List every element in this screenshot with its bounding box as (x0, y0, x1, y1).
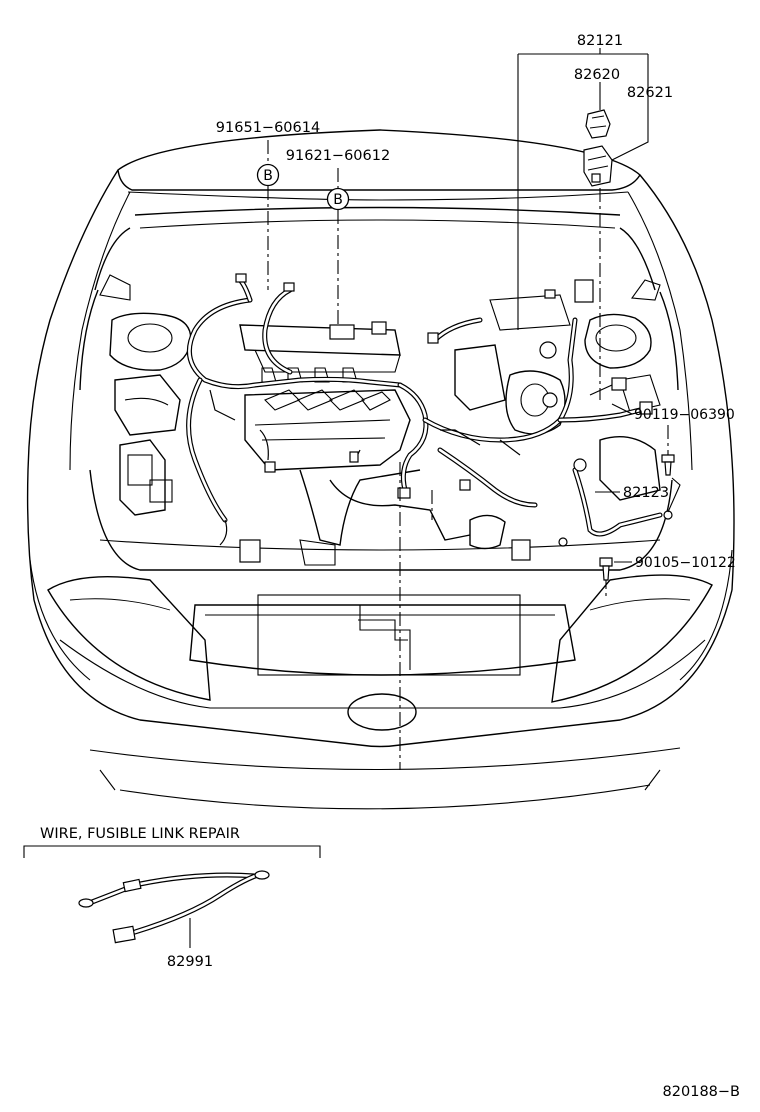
callout-letter: B (333, 192, 343, 208)
fusible-link-inset: WIRE, FUSIBLE LINK REPAIR 82991 (23, 826, 321, 970)
label-82621: 82621 (627, 85, 673, 101)
callout-letter: B (263, 168, 273, 184)
label-91621-60612: 91621−60612 (286, 148, 390, 164)
bolt-90119-icon (661, 454, 675, 476)
car-body-outline (26, 129, 735, 810)
label-82991: 82991 (167, 954, 213, 970)
connector-82620-icon (585, 109, 611, 139)
part-labels: 82121 82620 82621 91651−60614 91621−6061… (216, 33, 736, 571)
leader-lines (267, 48, 681, 770)
label-90105-10122: 90105−10122 (635, 555, 736, 571)
inset-title: WIRE, FUSIBLE LINK REPAIR (40, 826, 240, 842)
callout-b-1: B (256, 163, 280, 187)
label-90119-06390: 90119−06390 (634, 407, 735, 423)
label-91651-60614: 91651−60614 (216, 120, 320, 136)
fusible-link-wire-icon (78, 870, 270, 944)
fasteners (599, 454, 675, 581)
callout-b-2: B (326, 187, 350, 211)
label-82123: 82123 (623, 485, 669, 501)
engine-components (109, 294, 661, 566)
wire-harness (186, 273, 673, 547)
label-82121: 82121 (577, 33, 623, 49)
figure-code: 820188−B (663, 1084, 740, 1100)
coil-row (261, 367, 391, 411)
label-82620: 82620 (574, 67, 620, 83)
screw-90105-icon (599, 557, 613, 581)
connector-82621-icon (583, 145, 613, 187)
